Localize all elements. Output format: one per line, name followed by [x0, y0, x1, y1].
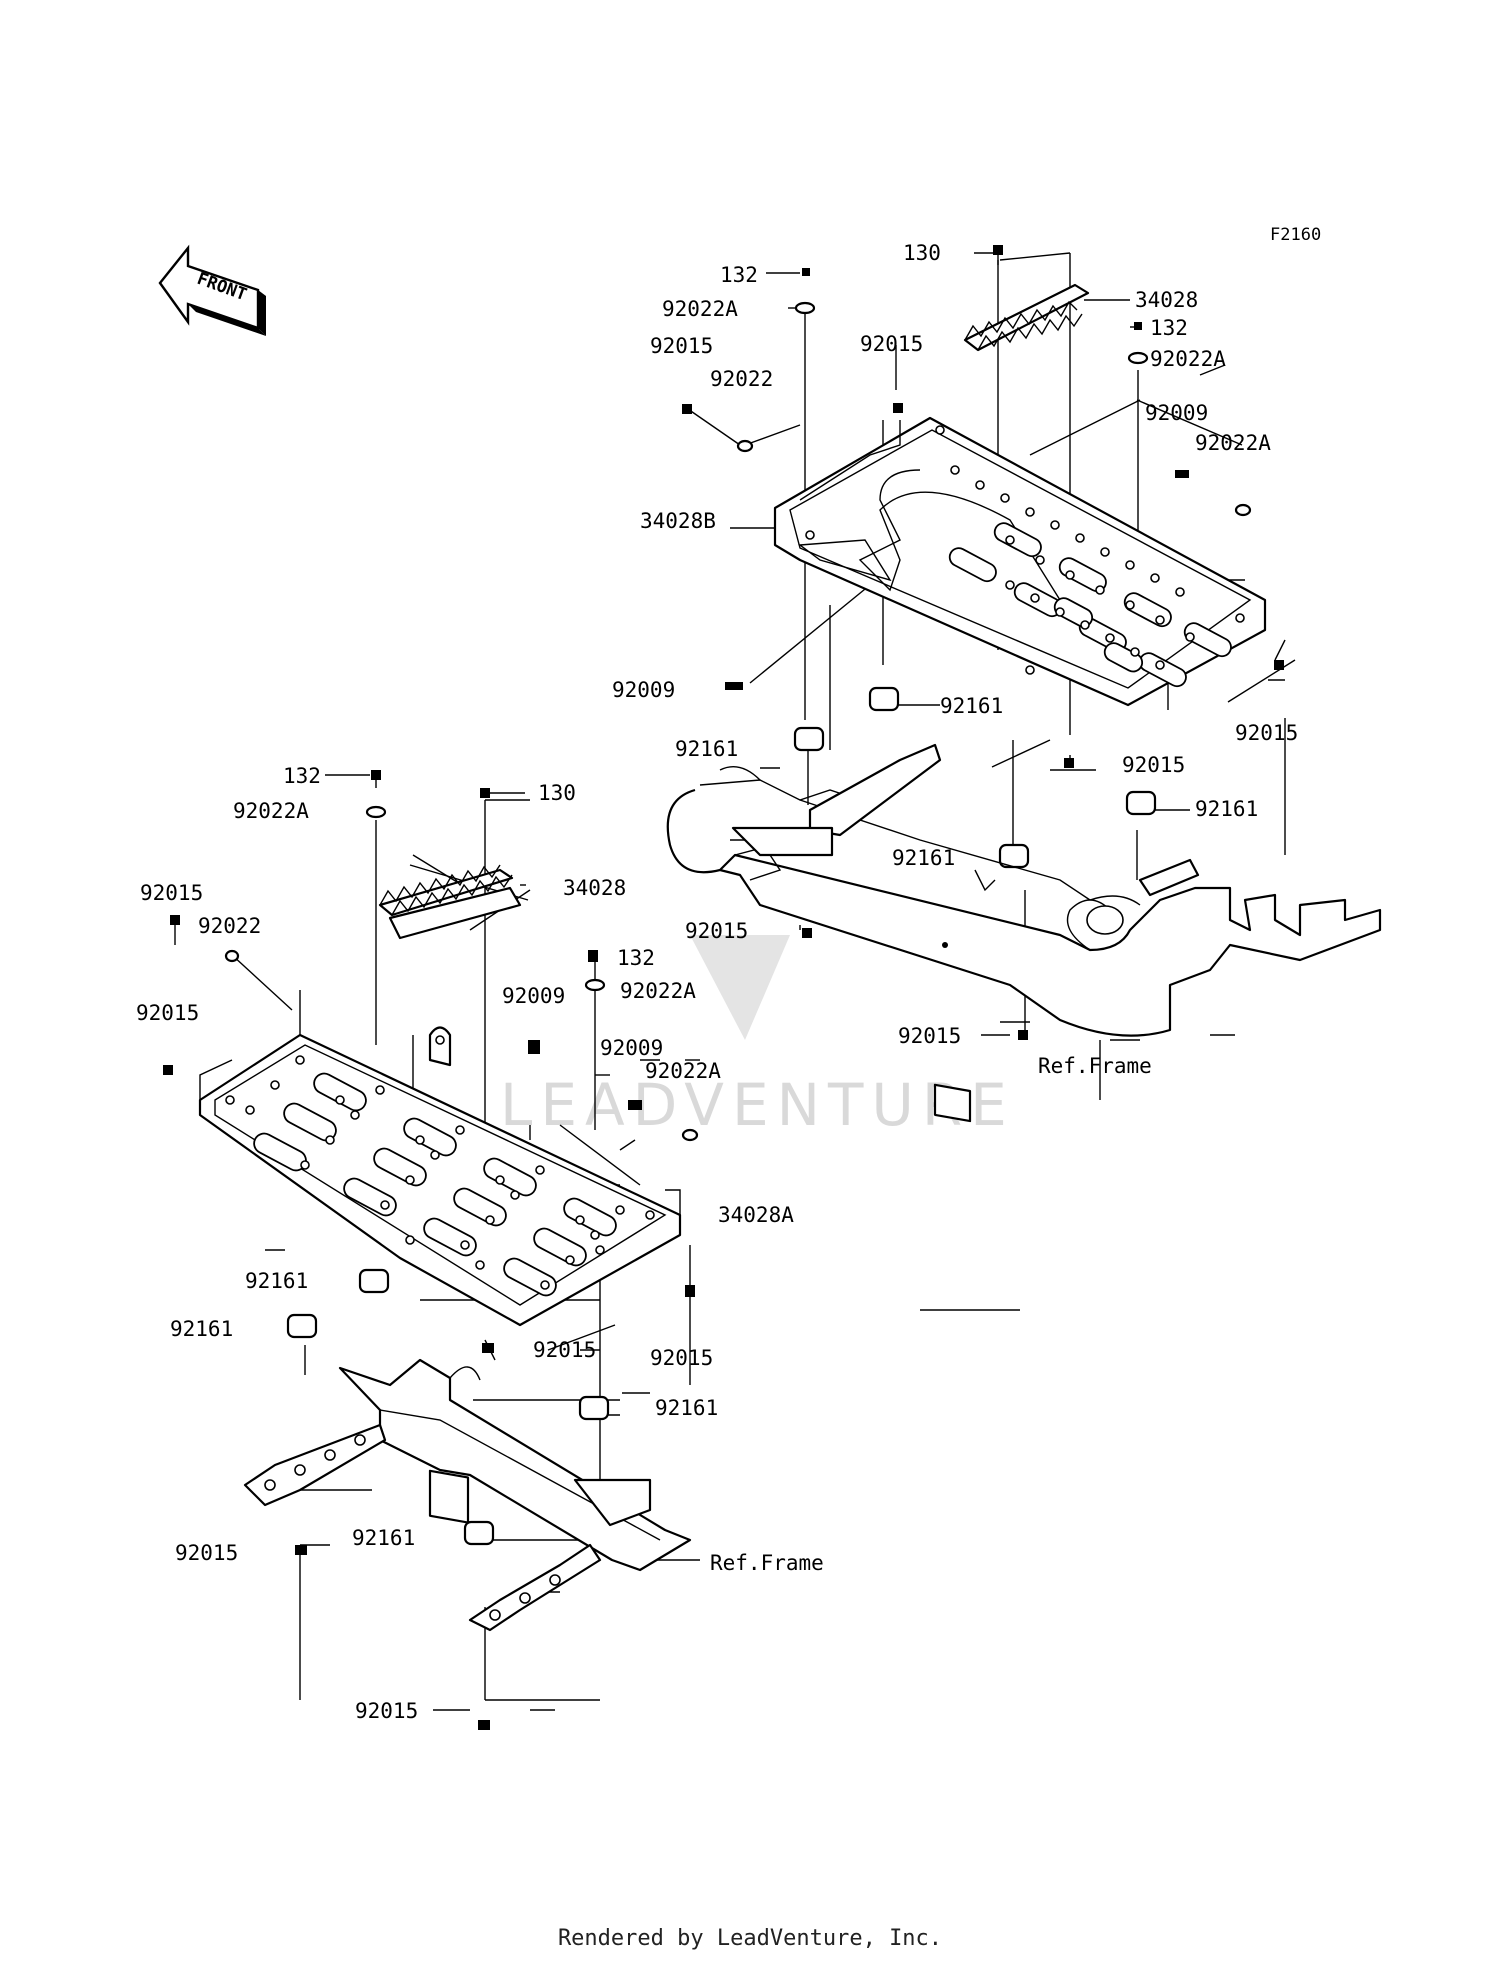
label-92161: 92161: [245, 1269, 308, 1293]
label-92161: 92161: [170, 1317, 233, 1341]
footer-credit: Rendered by LeadVenture, Inc.: [557, 1926, 943, 1951]
label-34028: 34028: [563, 876, 626, 900]
label-92009: 92009: [1145, 401, 1208, 425]
label-34028a: 34028A: [718, 1203, 794, 1227]
label-92022a: 92022A: [233, 799, 309, 823]
label-92015: 92015: [136, 1001, 199, 1025]
label-92015: 92015: [898, 1024, 961, 1048]
label-92015: 92015: [860, 332, 923, 356]
label-92022a: 92022A: [662, 297, 738, 321]
label-130: 130: [538, 781, 576, 805]
label-92161: 92161: [1195, 797, 1258, 821]
callout-labels: 130 132 92022A 34028 132 92022A 92015 92…: [136, 241, 1298, 1723]
label-ref-frame: Ref.Frame: [1038, 1054, 1152, 1078]
label-92015: 92015: [140, 881, 203, 905]
label-132: 132: [720, 263, 758, 287]
label-92015: 92015: [175, 1541, 238, 1565]
label-92022: 92022: [198, 914, 261, 938]
label-130: 130: [903, 241, 941, 265]
label-92161: 92161: [940, 694, 1003, 718]
label-132: 132: [1150, 316, 1188, 340]
front-arrow-icon: FRONT: [158, 244, 266, 336]
label-132: 132: [283, 764, 321, 788]
label-34028: 34028: [1135, 288, 1198, 312]
label-92161: 92161: [352, 1526, 415, 1550]
label-92161: 92161: [892, 846, 955, 870]
label-92015: 92015: [685, 919, 748, 943]
label-92161: 92161: [655, 1396, 718, 1420]
label-92022a: 92022A: [1150, 347, 1226, 371]
label-92015: 92015: [650, 1346, 713, 1370]
rear-carrier-assembly: [666, 245, 1382, 1311]
label-92009: 92009: [600, 1036, 663, 1060]
label-92009: 92009: [502, 984, 565, 1008]
label-92022a: 92022A: [1195, 431, 1271, 455]
label-132: 132: [617, 946, 655, 970]
label-92022: 92022: [710, 367, 773, 391]
watermark: LEADVENTURE: [500, 935, 1015, 1139]
label-92015: 92015: [533, 1338, 596, 1362]
label-92015: 92015: [1235, 721, 1298, 745]
figure-code: F2160: [1270, 225, 1321, 245]
label-92022a: 92022A: [620, 979, 696, 1003]
label-92161: 92161: [675, 737, 738, 761]
label-92015: 92015: [355, 1699, 418, 1723]
label-ref-frame: Ref.Frame: [710, 1551, 824, 1575]
label-92015: 92015: [1122, 753, 1185, 777]
watermark-text: LEADVENTURE: [500, 1071, 1015, 1139]
front-carrier-assembly: [163, 770, 700, 1730]
label-92015: 92015: [650, 334, 713, 358]
label-34028b: 34028B: [640, 509, 716, 533]
label-92022a: 92022A: [645, 1059, 721, 1083]
label-92009: 92009: [612, 678, 675, 702]
